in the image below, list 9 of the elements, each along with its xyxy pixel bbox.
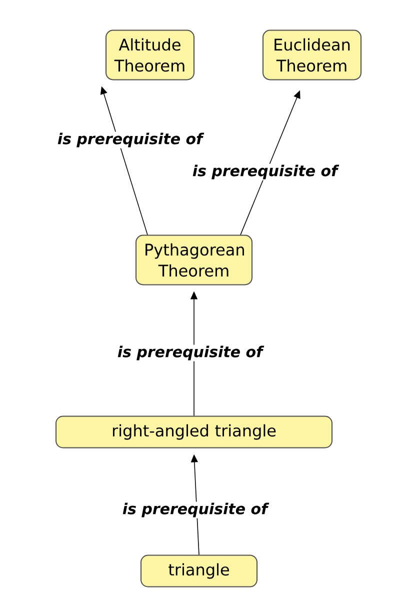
edge-label: is prerequisite of [191, 164, 340, 180]
concept-box: right-angled triangle [56, 416, 332, 448]
concept-box: Pythagorean Theorem [136, 234, 252, 286]
edge-label: is prerequisite of [121, 502, 270, 518]
concept-box: Euclidean Theorem [262, 30, 362, 80]
concept-box: triangle [140, 554, 258, 588]
edge-label: is prerequisite of [56, 132, 204, 148]
concept-box: Altitude Theorem [106, 30, 194, 80]
edge-label: is prerequisite of [116, 344, 264, 362]
